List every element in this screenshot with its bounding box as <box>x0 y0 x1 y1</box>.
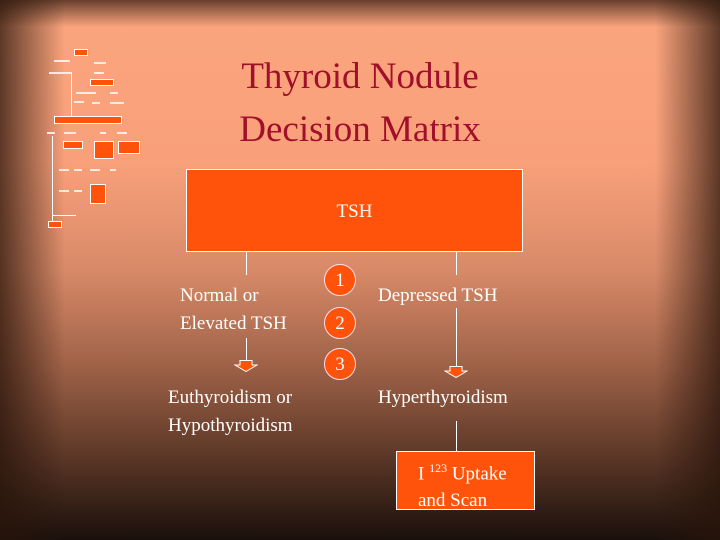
uptake-scan-box: I 123 Uptake and Scan <box>396 451 535 511</box>
left-result-line-2: Hypothyroidism <box>168 415 293 436</box>
uptake-line-2: and Scan <box>418 490 488 512</box>
uptake-label: Uptake <box>451 463 507 485</box>
connector-left-top <box>246 252 247 275</box>
step-2-badge: 2 <box>324 307 356 339</box>
left-result-line-1: Euthyroidism or <box>168 387 293 408</box>
slide-title: Thyroid Nodule Decision Matrix <box>200 50 520 156</box>
arrow-down-icon <box>234 360 258 372</box>
left-condition-line-2: Elevated TSH <box>180 313 287 334</box>
connector-right-bottom <box>456 421 457 451</box>
title-line-2: Decision Matrix <box>239 109 481 150</box>
title-line-1: Thyroid Nodule <box>241 56 479 97</box>
iodine-label: I <box>418 463 425 485</box>
right-result: Hyperthyroidism <box>378 387 508 408</box>
tsh-label: TSH <box>336 201 373 222</box>
left-result: Euthyroidism or Hypothyroidism <box>168 384 293 440</box>
connector-left-mid <box>246 338 247 360</box>
left-condition-line-1: Normal or <box>180 285 259 306</box>
connector-right-mid <box>456 308 457 368</box>
uptake-line-1: I 123 Uptake <box>418 455 534 487</box>
flowchart-thumbnail <box>44 44 144 234</box>
left-condition: Normal or Elevated TSH <box>180 282 287 338</box>
connector-right-top <box>456 252 457 275</box>
arrow-down-icon <box>444 366 468 378</box>
isotope-superscript: 123 <box>429 461 448 475</box>
right-condition: Depressed TSH <box>378 285 498 306</box>
tsh-box: TSH <box>186 169 523 252</box>
step-1-badge: 1 <box>324 264 356 296</box>
step-3-badge: 3 <box>324 348 356 380</box>
